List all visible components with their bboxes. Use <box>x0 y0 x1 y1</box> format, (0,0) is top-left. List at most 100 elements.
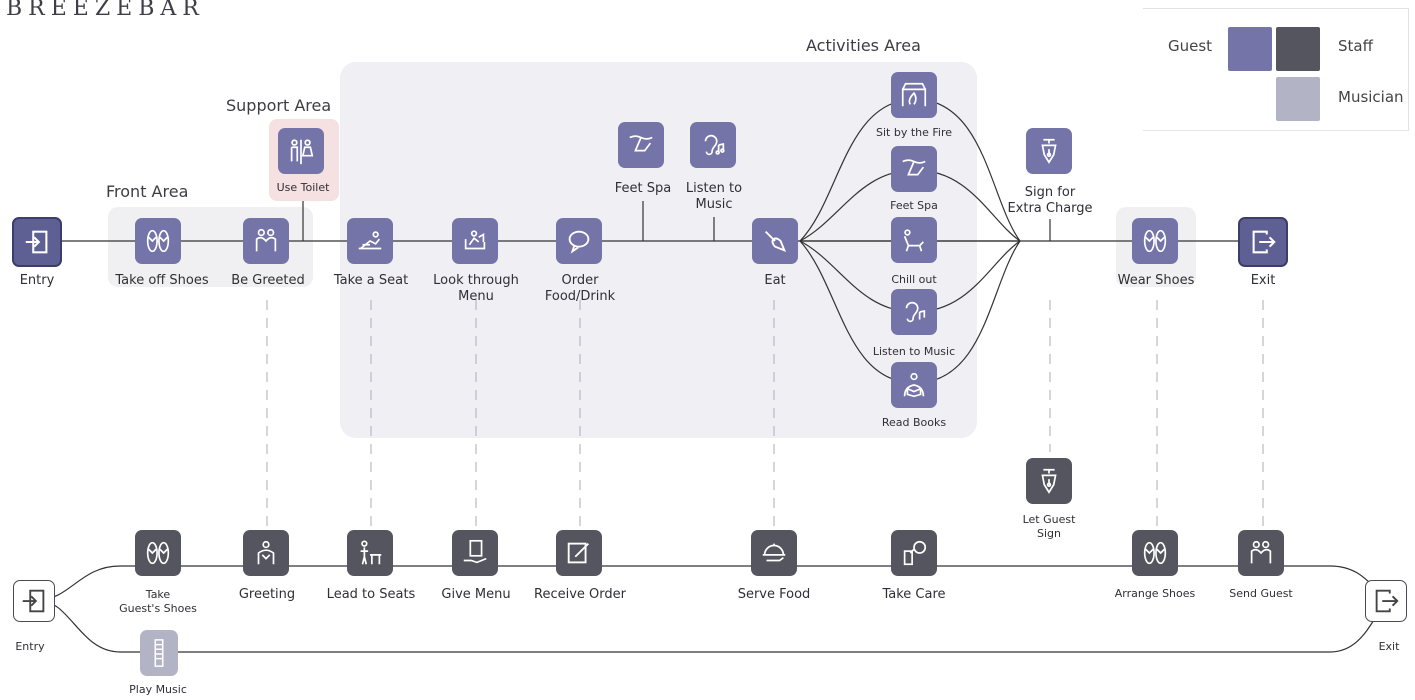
take-off-shoes-label: Take off Shoes <box>115 273 209 288</box>
activity-feet-spa-node <box>891 146 937 192</box>
let-guest-sign-node <box>1026 458 1072 504</box>
pen-nib-icon <box>1041 468 1057 494</box>
greeting-node <box>243 530 289 576</box>
order-label: Order Food/Drink <box>544 273 616 304</box>
look-through-menu-node <box>452 218 498 264</box>
legend-staff-swatch <box>1276 27 1320 71</box>
take-a-seat-label: Take a Seat <box>333 273 409 288</box>
take-off-shoes-node <box>135 218 181 264</box>
sign-extra-node <box>1026 128 1072 174</box>
foot-spa-icon <box>629 135 653 152</box>
order-node <box>556 218 602 264</box>
cloche-icon <box>762 543 786 562</box>
brand-logo: BREEZEBAR <box>6 0 205 21</box>
take-guest-shoes-label: Take Guest's Shoes <box>119 588 197 615</box>
play-music-node <box>140 630 178 676</box>
feet-spa-node <box>618 122 664 168</box>
flip-flops-icon <box>1143 229 1167 253</box>
sign-extra-label: Sign for Extra Charge <box>1007 185 1093 216</box>
restroom-icon <box>290 139 314 165</box>
chill-out-node <box>891 217 937 263</box>
legend-guest-label: Guest <box>1168 37 1213 55</box>
serve-food-label: Serve Food <box>737 587 811 602</box>
take-care-label: Take Care <box>882 587 946 602</box>
read-books-node <box>891 362 937 408</box>
reading-person-icon <box>903 372 925 398</box>
legend-guest-swatch <box>1228 27 1272 71</box>
line-of-visibility-links <box>266 300 1264 530</box>
activity-listen-music-label: Listen to Music <box>872 345 956 358</box>
give-menu-node <box>452 530 498 576</box>
lead-to-seats-node <box>347 530 393 576</box>
let-guest-sign-label: Let Guest Sign <box>1022 513 1076 540</box>
sit-by-fire-label: Sit by the Fire <box>875 126 953 139</box>
foot-spa-icon <box>902 159 926 176</box>
staff-entry-node <box>13 580 55 622</box>
read-books-label: Read Books <box>881 416 947 429</box>
hand-menu-icon <box>463 539 487 564</box>
edit-note-icon <box>567 542 590 564</box>
staff-flow-line <box>37 565 1396 653</box>
feet-spa-label: Feet Spa <box>614 181 672 196</box>
staff-exit-label: Exit <box>1378 640 1400 653</box>
keyboard-strip-icon <box>154 639 164 667</box>
legend: Guest Staff Musician <box>1143 8 1409 131</box>
ear-music-icon <box>905 301 926 323</box>
staff-exit-node <box>1365 580 1407 622</box>
sit-by-fire-node <box>891 72 937 118</box>
send-guest-label: Send Guest <box>1229 587 1293 600</box>
use-toilet-node <box>278 128 324 174</box>
guest-entry-node <box>12 217 62 267</box>
receive-order-node <box>556 530 602 576</box>
send-guest-node <box>1238 530 1284 576</box>
wear-shoes-node <box>1132 218 1178 264</box>
people-greeting-icon <box>255 228 277 252</box>
door-enter-icon <box>25 230 48 254</box>
guest-entry-label: Entry <box>19 273 55 288</box>
eat-node <box>752 218 798 264</box>
arrange-shoes-node <box>1132 530 1178 576</box>
usher-icon <box>360 540 382 565</box>
greeting-label: Greeting <box>238 587 296 602</box>
lead-to-seats-label: Lead to Seats <box>326 587 416 602</box>
play-music-label: Play Music <box>129 683 187 696</box>
serve-food-node <box>751 530 797 576</box>
reclining-chair-icon <box>903 229 924 252</box>
eat-label: Eat <box>764 273 786 288</box>
fireplace-icon <box>901 82 927 107</box>
staff-entry-label: Entry <box>15 640 45 653</box>
legend-musician-swatch <box>1276 77 1320 121</box>
be-greeted-label: Be Greeted <box>231 273 305 288</box>
speech-bubble-icon <box>568 230 590 254</box>
person-lounging-icon <box>358 231 382 250</box>
pen-nib-icon <box>1041 138 1057 164</box>
legend-staff-label: Staff <box>1338 37 1373 55</box>
listen-to-music-label: Listen to Music <box>685 181 743 212</box>
look-through-menu-label: Look through Menu <box>433 273 519 304</box>
people-greeting-icon <box>257 540 275 565</box>
take-care-node <box>891 530 937 576</box>
give-menu-label: Give Menu <box>441 587 511 602</box>
guest-exit-node <box>1238 217 1288 267</box>
be-greeted-node <box>243 218 289 264</box>
take-a-seat-node <box>347 218 393 264</box>
receive-order-label: Receive Order <box>534 587 626 602</box>
door-exit-icon <box>1375 589 1399 613</box>
support-area-title: Support Area <box>226 96 332 115</box>
activities-area-title: Activities Area <box>806 36 921 55</box>
listen-to-music-node <box>690 122 736 168</box>
person-reading-menu-icon <box>464 230 486 250</box>
flip-flops-icon <box>1143 541 1167 565</box>
door-enter-icon <box>22 589 45 613</box>
teapot-icon <box>903 540 927 566</box>
activity-feet-spa-label: Feet Spa <box>890 199 938 212</box>
ear-music-icon <box>704 134 725 156</box>
activity-listen-music-node <box>891 289 937 335</box>
use-toilet-label: Use Toilet <box>276 181 330 194</box>
arrange-shoes-label: Arrange Shoes <box>1114 587 1196 600</box>
legend-musician-label: Musician <box>1338 88 1404 106</box>
chill-out-label: Chill out <box>891 273 937 286</box>
flip-flops-icon <box>146 229 170 253</box>
people-greeting-icon <box>1250 540 1272 564</box>
flip-flops-icon <box>146 541 170 565</box>
